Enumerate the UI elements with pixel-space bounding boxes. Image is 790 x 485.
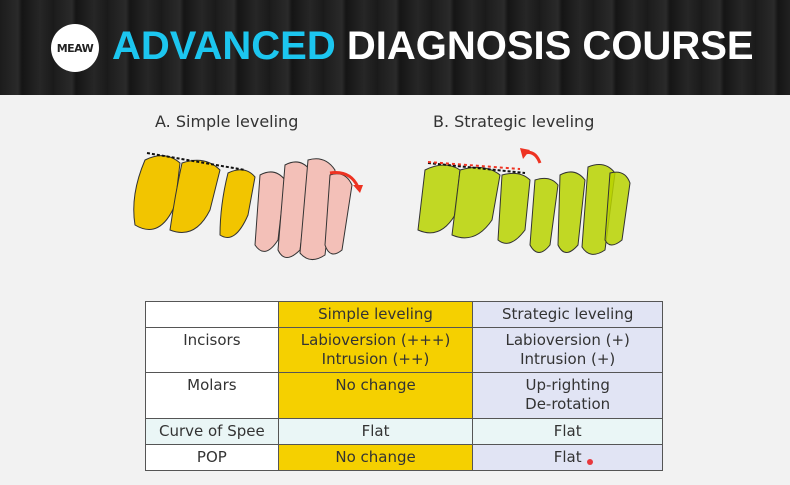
row-label: POP <box>145 444 279 471</box>
simple-leveling-illustration <box>133 152 363 260</box>
cell-simple: No change <box>277 444 474 471</box>
header-cell-simple: Simple leveling <box>277 301 474 328</box>
occlusal-line <box>427 162 526 174</box>
comparison-table: Simple leveling Strategic leveling Incis… <box>145 301 663 471</box>
page-title: ADVANCED DIAGNOSIS COURSE <box>112 24 754 69</box>
rotation-arrow-icon <box>524 151 542 164</box>
pointer-dot <box>587 459 593 465</box>
title-rest: DIAGNOSIS COURSE <box>346 24 754 68</box>
table-row: POP No change Flat <box>145 444 663 471</box>
header-banner: MEAW ADVANCED DIAGNOSIS COURSE <box>0 0 790 95</box>
cell-simple: Flat <box>277 418 474 445</box>
table-header-row: Simple leveling Strategic leveling <box>145 301 663 328</box>
strategic-leveling-illustration <box>417 148 631 255</box>
cell-simple: No change <box>277 372 474 419</box>
cell-strategic: Labioversion (+)Intrusion (+) <box>472 327 663 373</box>
row-label: Molars <box>145 372 279 419</box>
row-label: Curve of Spee <box>145 418 279 445</box>
cell-simple: Labioversion (+++)Intrusion (++) <box>277 327 474 373</box>
table-row: Incisors Labioversion (+++)Intrusion (++… <box>145 327 663 373</box>
occlusal-line <box>146 152 246 171</box>
title-accent: ADVANCED <box>112 24 336 68</box>
meaw-logo: MEAW <box>51 24 99 72</box>
figure-b-label: B. Strategic leveling <box>433 112 595 131</box>
header-cell-strategic: Strategic leveling <box>472 301 663 328</box>
cell-strategic: Flat <box>472 444 663 471</box>
header-cell-empty <box>145 301 279 328</box>
row-label: Incisors <box>145 327 279 373</box>
rotation-arrow-icon <box>329 171 360 188</box>
table-row: Curve of Spee Flat Flat <box>145 418 663 445</box>
figure-a-label: A. Simple leveling <box>155 112 299 131</box>
cell-strategic: Flat <box>472 418 663 445</box>
